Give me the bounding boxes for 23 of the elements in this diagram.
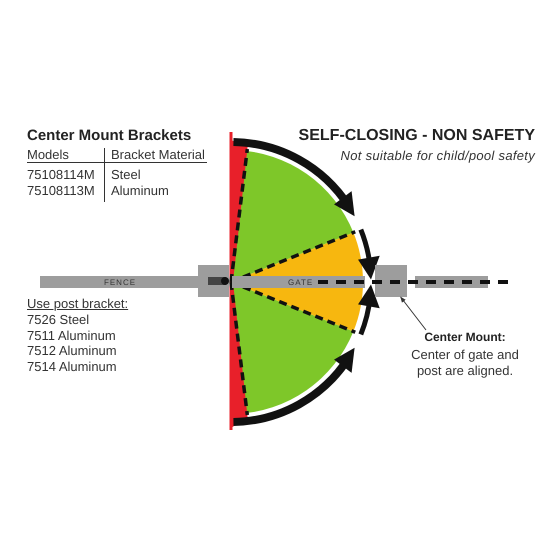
- gate-bar: [232, 276, 365, 288]
- list-item: 7514 Aluminum: [27, 358, 117, 374]
- column-header: Models: [27, 147, 69, 162]
- callout-text: Center of gate and post are aligned.: [410, 347, 520, 379]
- list-heading: Use post bracket:: [27, 296, 128, 311]
- table-cell: Steel: [111, 167, 141, 182]
- section-heading: Center Mount Brackets: [27, 127, 192, 144]
- warning-heading: SELF-CLOSING - NON SAFETY: [298, 127, 535, 145]
- leader-line: [400, 296, 426, 330]
- post-block: [198, 265, 229, 297]
- table-cell: 75108114M: [27, 167, 95, 182]
- bar-label: FENCE: [104, 278, 136, 286]
- table-cell: 75108113M: [27, 183, 95, 198]
- bar-label: GATE: [288, 278, 314, 286]
- list-item: 7512 Aluminum: [27, 343, 117, 358]
- fence-bar: [40, 276, 200, 288]
- column-header: Bracket Material: [111, 147, 205, 162]
- list-item: 7511 Aluminum: [27, 328, 116, 342]
- callout-heading: Center Mount:: [423, 330, 507, 344]
- post-block: [375, 265, 407, 297]
- warning-note: Not suitable for child/pool safety: [340, 148, 535, 163]
- list-item: 7526 Steel: [27, 312, 90, 327]
- table-cell: Aluminum: [111, 183, 169, 198]
